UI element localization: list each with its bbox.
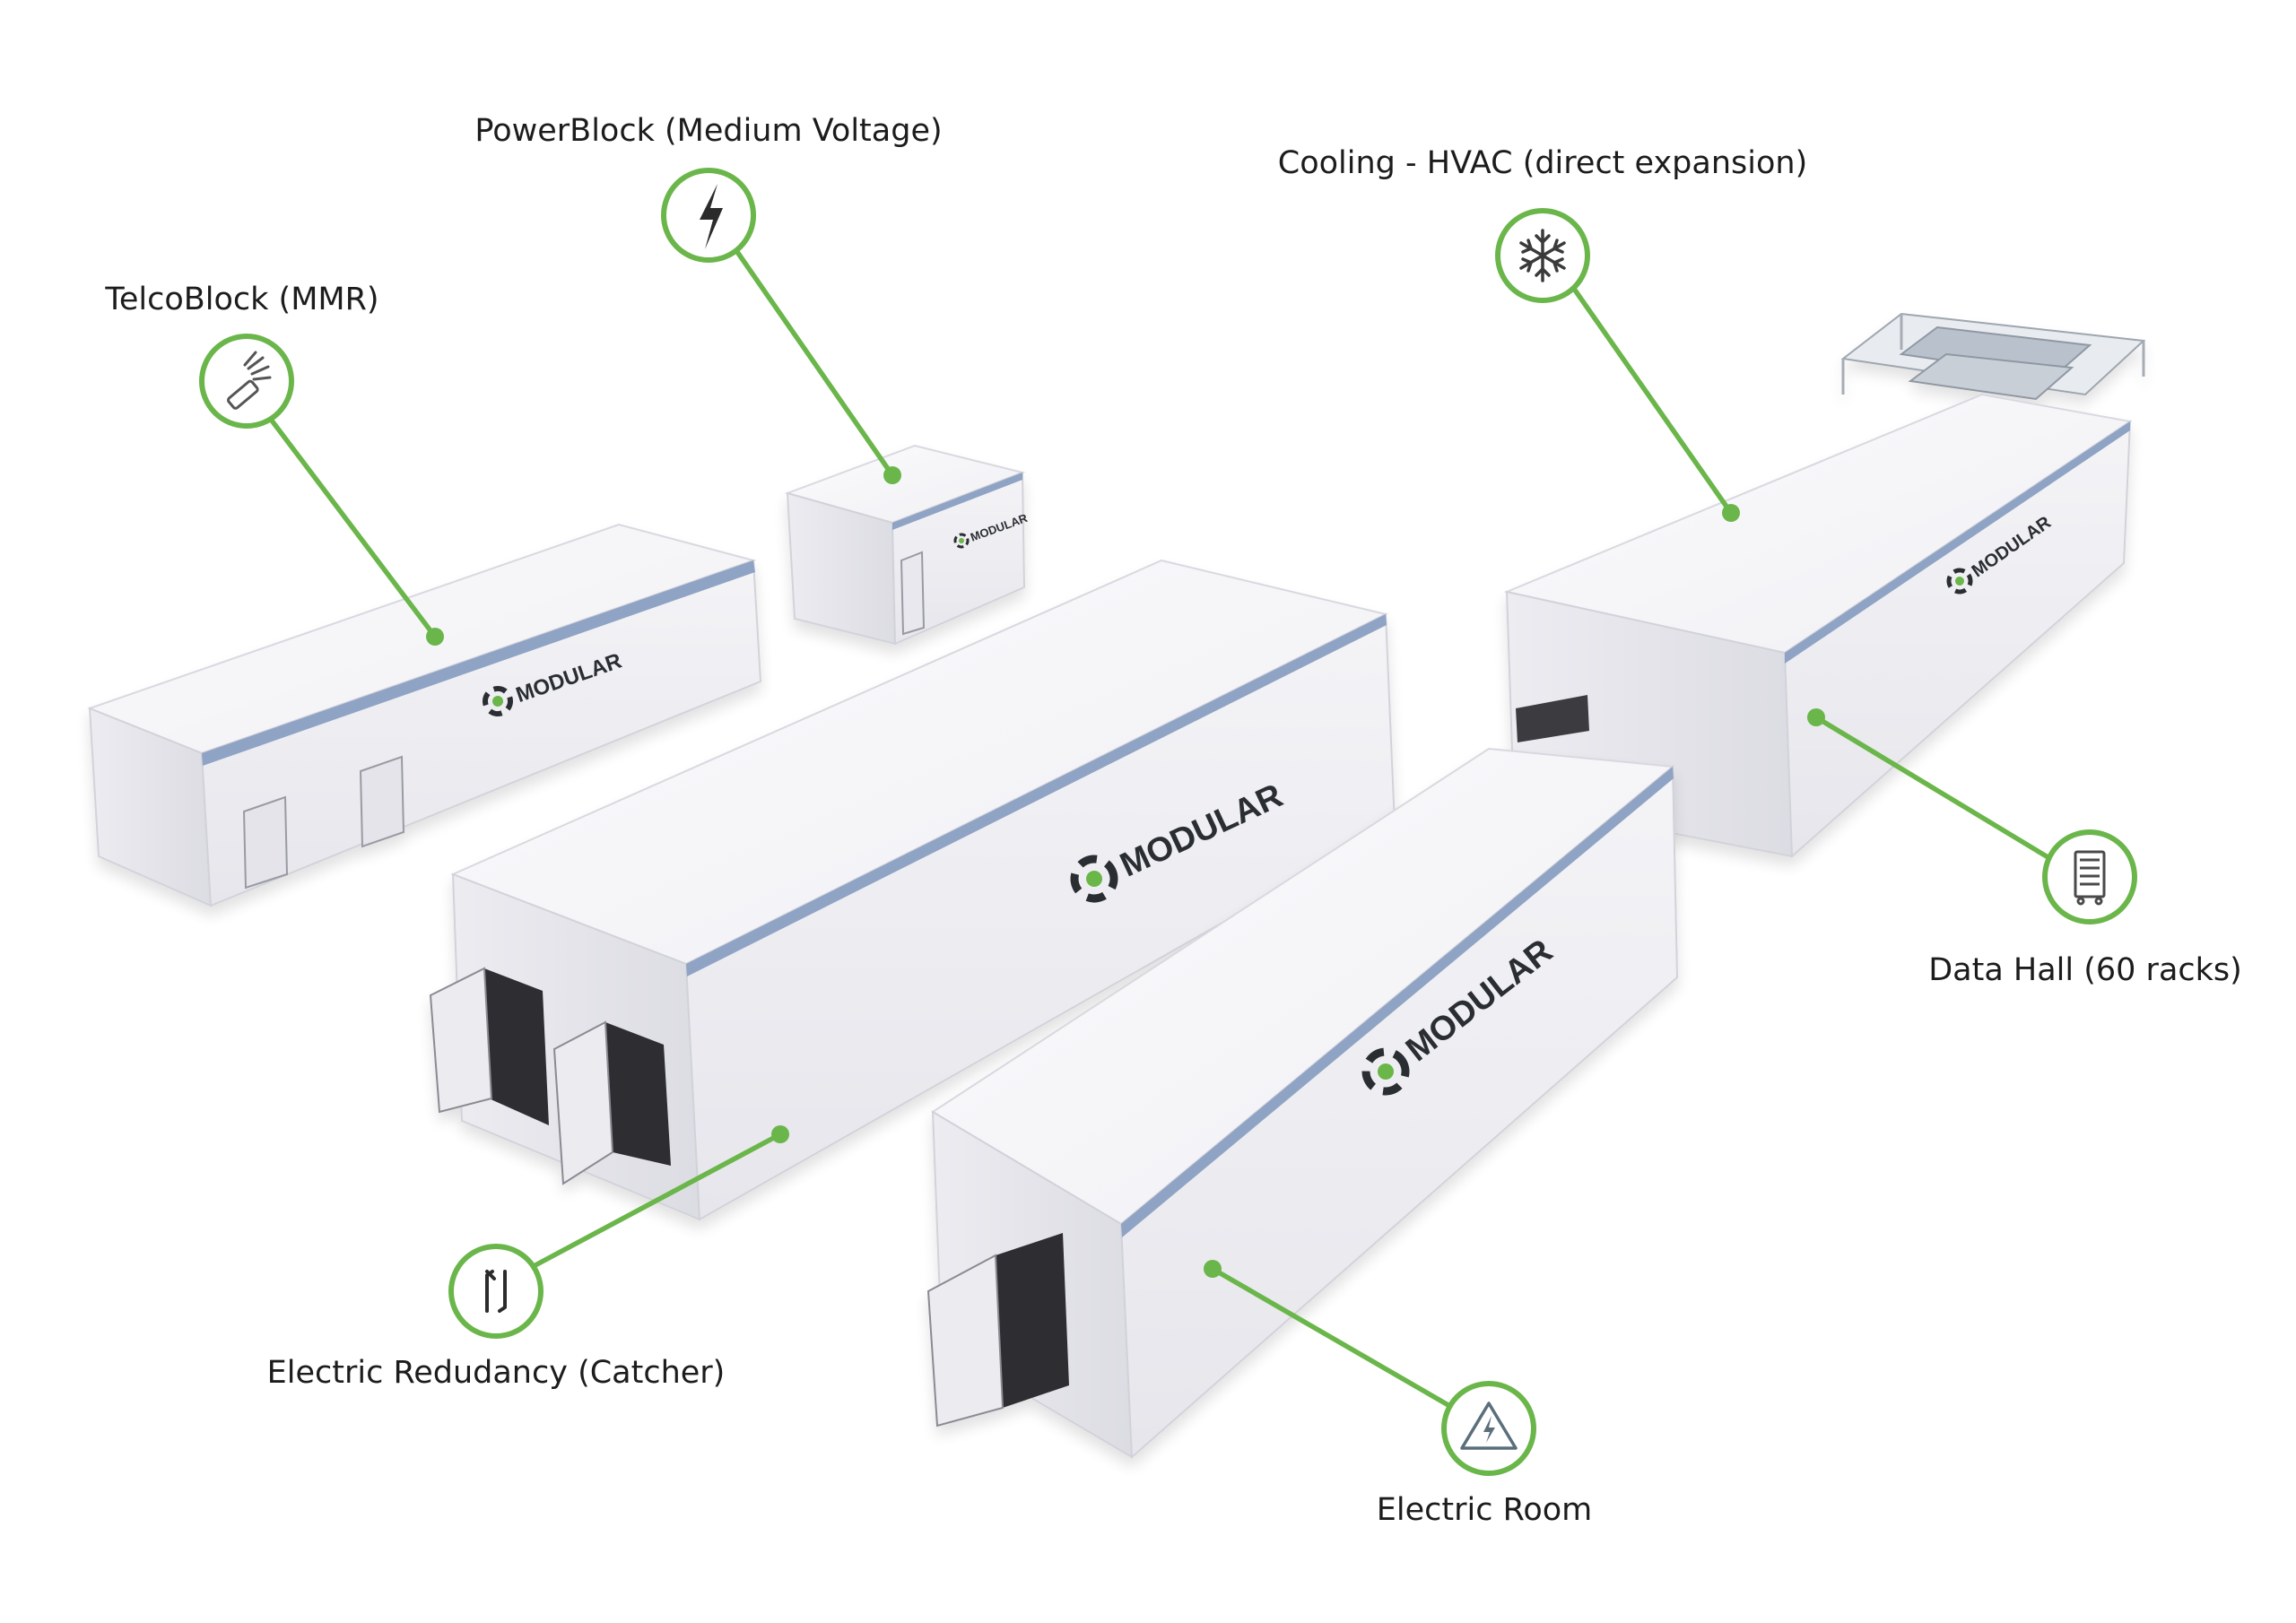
callout-powerblock: PowerBlock (Medium Voltage) <box>474 113 943 484</box>
leader-line <box>733 247 895 478</box>
leader-line <box>266 414 438 639</box>
anchor-dot <box>1204 1260 1222 1278</box>
leader-line <box>1210 1266 1456 1410</box>
callout-cooling: Cooling - HVAC (direct expansion) <box>1278 145 1807 522</box>
telcoblock-module: MODULAR <box>87 523 762 907</box>
powerblock-module: MODULAR <box>784 444 1030 646</box>
anchor-dot <box>771 1125 789 1143</box>
anchor-dot <box>426 628 444 646</box>
callout-telcoblock: TelcoBlock (MMR) <box>104 282 444 646</box>
callout-label: Cooling - HVAC (direct expansion) <box>1278 145 1807 181</box>
callout-label: PowerBlock (Medium Voltage) <box>474 113 942 149</box>
callout-datahall: Data Hall (60 racks) <box>1807 708 2242 988</box>
electric-room-module: MODULAR <box>926 747 1679 1460</box>
callout-label: Data Hall (60 racks) <box>1928 952 2242 988</box>
callout-redundancy: Electric Redudancy (Catcher) <box>267 1125 789 1391</box>
electric-redundancy-module: MODULAR <box>429 559 1396 1221</box>
callout-electric-room: Electric Room <box>1204 1260 1592 1528</box>
icon-badge <box>448 1244 544 1339</box>
high-voltage-warning-icon <box>1460 1402 1518 1450</box>
callout-label: TelcoBlock (MMR) <box>104 282 378 317</box>
lightning-icon <box>700 184 723 249</box>
data-hall-module: MODULAR <box>1503 312 2146 859</box>
cable-icon <box>227 351 272 410</box>
anchor-dot <box>1722 504 1740 522</box>
icon-badge <box>199 334 294 429</box>
leader-line <box>1813 715 2057 864</box>
callout-label: Electric Redudancy (Catcher) <box>267 1355 726 1391</box>
leader-line <box>531 1132 783 1269</box>
swap-arrows-icon <box>485 1270 507 1313</box>
snowflake-icon <box>1519 229 1566 282</box>
anchor-dot <box>1807 708 1825 726</box>
anchor-dot <box>883 466 901 484</box>
roof-hvac-units <box>1840 312 2146 401</box>
callout-label: Electric Room <box>1377 1492 1593 1528</box>
leader-line <box>1571 286 1734 516</box>
server-rack-icon <box>2074 850 2106 906</box>
